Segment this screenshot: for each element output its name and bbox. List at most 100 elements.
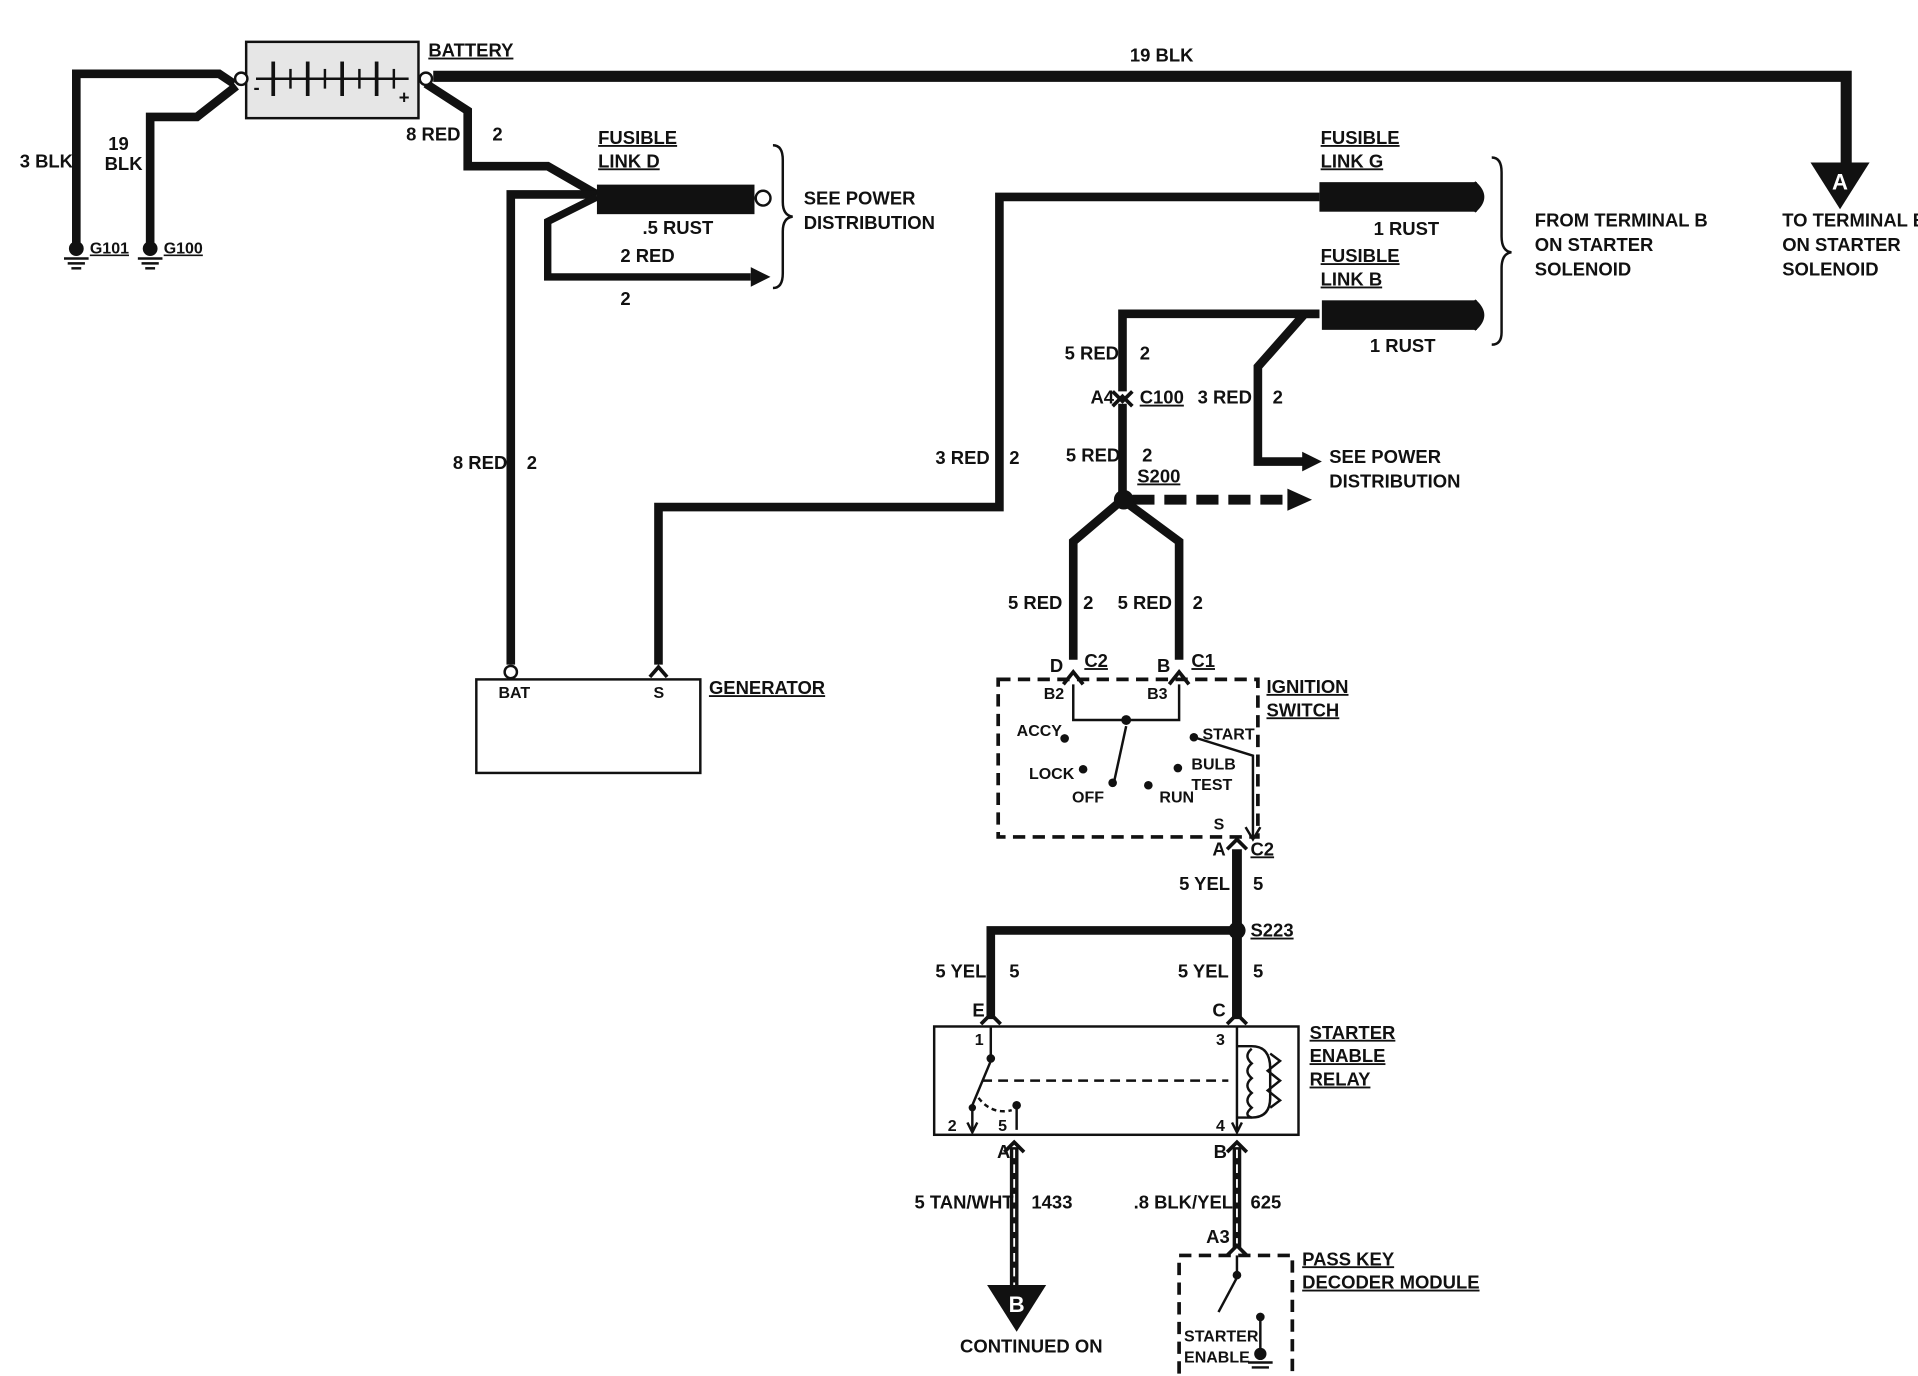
from-terminal-b-line-2: ON STARTER bbox=[1535, 234, 1654, 255]
to-terminal-b-line-3: SOLENOID bbox=[1782, 259, 1878, 280]
generator-s: S bbox=[654, 685, 665, 702]
wire-label-rust-g: 1 RUST bbox=[1374, 218, 1440, 239]
relay-label-1: STARTER bbox=[1310, 1022, 1396, 1043]
wire-label-3blk: 3 BLK bbox=[20, 150, 74, 171]
marker-a: A bbox=[1810, 162, 1870, 210]
relay-label-2: ENABLE bbox=[1310, 1045, 1386, 1066]
pin-label-4: 4 bbox=[1216, 1118, 1225, 1135]
wires bbox=[72, 69, 1852, 1293]
wire-label-tan-wht-num: 1433 bbox=[1031, 1192, 1072, 1213]
wire-label-blk-yel-num: 625 bbox=[1250, 1192, 1281, 1213]
switch-label-off: OFF bbox=[1072, 789, 1104, 806]
connector-label-a4: A4 bbox=[1090, 387, 1114, 408]
fusible-link-g-label-1: FUSIBLE bbox=[1321, 127, 1400, 148]
wire-label-8red-top: 8 RED bbox=[406, 123, 460, 144]
wire-5red-to-c1 bbox=[1119, 496, 1184, 660]
wire-label-3red-r: 3 RED bbox=[1198, 387, 1252, 408]
relay-label-3: RELAY bbox=[1310, 1069, 1372, 1090]
pass-key-starter: STARTER bbox=[1184, 1329, 1259, 1346]
generator: BAT S bbox=[475, 664, 702, 775]
ignition-switch-label-1: IGNITION bbox=[1266, 676, 1348, 697]
ignition-switch-label-2: SWITCH bbox=[1266, 699, 1339, 720]
wire-label-blk: BLK bbox=[105, 153, 144, 174]
fusible-link-d: FUSIBLE LINK D bbox=[596, 127, 772, 215]
wire-label-5yel-r: 5 YEL bbox=[1178, 960, 1229, 981]
connector-label-b-relay: B bbox=[1214, 1141, 1227, 1162]
connector-label-c100: C100 bbox=[1140, 387, 1184, 408]
connector-label-d: D bbox=[1050, 655, 1063, 676]
wire-5yel-to-e bbox=[986, 926, 1237, 1020]
connector-label-e: E bbox=[972, 1000, 984, 1021]
see-power-1-line-1: SEE POWER bbox=[804, 187, 916, 208]
wire-label-2red: 2 RED bbox=[620, 245, 674, 266]
fusible-link-b-label-1: FUSIBLE bbox=[1321, 245, 1400, 266]
fusible-link-b: FUSIBLE LINK B bbox=[1321, 245, 1485, 331]
wire-5red-to-c2 bbox=[1068, 496, 1126, 660]
splice-s223 bbox=[1228, 921, 1246, 940]
fusible-link-d-label-1: FUSIBLE bbox=[598, 127, 677, 148]
pin-label-2: 2 bbox=[948, 1118, 957, 1135]
switch-label-bulb: BULB bbox=[1191, 756, 1235, 773]
connector-c100 bbox=[1111, 390, 1134, 408]
switch-label-start: START bbox=[1202, 727, 1254, 744]
wire-label-5yel-l: 5 YEL bbox=[935, 960, 986, 981]
connector-label-a: A bbox=[1212, 838, 1225, 859]
wire-2red bbox=[544, 193, 751, 281]
wire-label-5red-2-num: 2 bbox=[1142, 445, 1152, 466]
connector-label-s223: S223 bbox=[1250, 920, 1293, 941]
battery-label: BATTERY bbox=[428, 40, 514, 61]
wire-label-5red-rr-num: 2 bbox=[1193, 592, 1203, 613]
wire-label-5red-rr: 5 RED bbox=[1118, 592, 1172, 613]
wire-3blk bbox=[72, 69, 237, 244]
wire-label-rust-d: .5 RUST bbox=[642, 217, 713, 238]
ground-g100: G100 bbox=[137, 241, 203, 270]
connector-labels: A4 C100 S200 S223 D C2 B C1 B2 B3 S A C2… bbox=[948, 387, 1294, 1247]
see-power-1-line-2: DISTRIBUTION bbox=[804, 212, 935, 233]
connector-label-s: S bbox=[1214, 817, 1225, 834]
pin-label-5: 5 bbox=[998, 1118, 1007, 1135]
arrow-see-power-2 bbox=[1302, 451, 1322, 472]
from-terminal-b-line-3: SOLENOID bbox=[1535, 259, 1631, 280]
wire-label-5red-l: 5 RED bbox=[1008, 592, 1062, 613]
generator-label: GENERATOR bbox=[709, 677, 825, 698]
wire-label-8red-mid-num: 2 bbox=[527, 452, 537, 473]
wire-5red-link-b bbox=[1118, 309, 1320, 392]
wire-label-19: 19 bbox=[108, 133, 129, 154]
switch-label-test: TEST bbox=[1191, 777, 1232, 794]
pass-key-enable: ENABLE bbox=[1184, 1349, 1250, 1366]
wire-label-3red-r-num: 2 bbox=[1273, 387, 1283, 408]
pin-label-1: 1 bbox=[975, 1032, 984, 1049]
wire-label-tan-wht: 5 TAN/WHT bbox=[914, 1192, 1014, 1213]
starter-enable-relay bbox=[932, 1011, 1300, 1154]
wire-label-8red-top-num: 2 bbox=[492, 123, 502, 144]
pass-key-label-2: DECODER MODULE bbox=[1302, 1272, 1479, 1293]
wire-3red-branch bbox=[1253, 309, 1320, 466]
battery-minus: - bbox=[254, 77, 260, 98]
wire-19blk-top bbox=[433, 70, 1852, 173]
wire-label-5yel-l-num: 5 bbox=[1009, 960, 1019, 981]
arrow-s200-dashed bbox=[1287, 488, 1313, 511]
wire-label-5red-1-num: 2 bbox=[1140, 342, 1150, 363]
wire-label-blk-yel: .8 BLK/YEL bbox=[1134, 1192, 1233, 1213]
marker-b-letter: B bbox=[1009, 1292, 1025, 1317]
connector-label-b2: B2 bbox=[1044, 686, 1065, 703]
wire-8red-to-generator bbox=[506, 190, 597, 665]
switch-label-run: RUN bbox=[1159, 789, 1194, 806]
wire-label-8red-mid: 8 RED bbox=[453, 452, 507, 473]
connector-label-a-relay: A bbox=[997, 1141, 1010, 1162]
wire-label-5yel-r-num: 5 bbox=[1253, 960, 1263, 981]
wire-8red-to-link-d bbox=[423, 80, 600, 199]
ground-g100-label: G100 bbox=[164, 241, 203, 258]
wire-label-3red-mid: 3 RED bbox=[935, 447, 989, 468]
wire-3red-generator bbox=[654, 192, 1320, 665]
switch-position-labels: ACCY LOCK OFF RUN START BULB TEST bbox=[1017, 723, 1255, 806]
ground-g101: G101 bbox=[64, 241, 129, 270]
connector-label-c: C bbox=[1212, 1000, 1225, 1021]
wire-label-3red-mid-num: 2 bbox=[1009, 447, 1019, 468]
wire-label-5red-l-num: 2 bbox=[1083, 592, 1093, 613]
connector-label-b: B bbox=[1157, 655, 1170, 676]
connector-label-c2-bottom: C2 bbox=[1250, 838, 1274, 859]
fusible-link-b-label-2: LINK B bbox=[1321, 269, 1383, 290]
marker-a-letter: A bbox=[1832, 170, 1848, 195]
